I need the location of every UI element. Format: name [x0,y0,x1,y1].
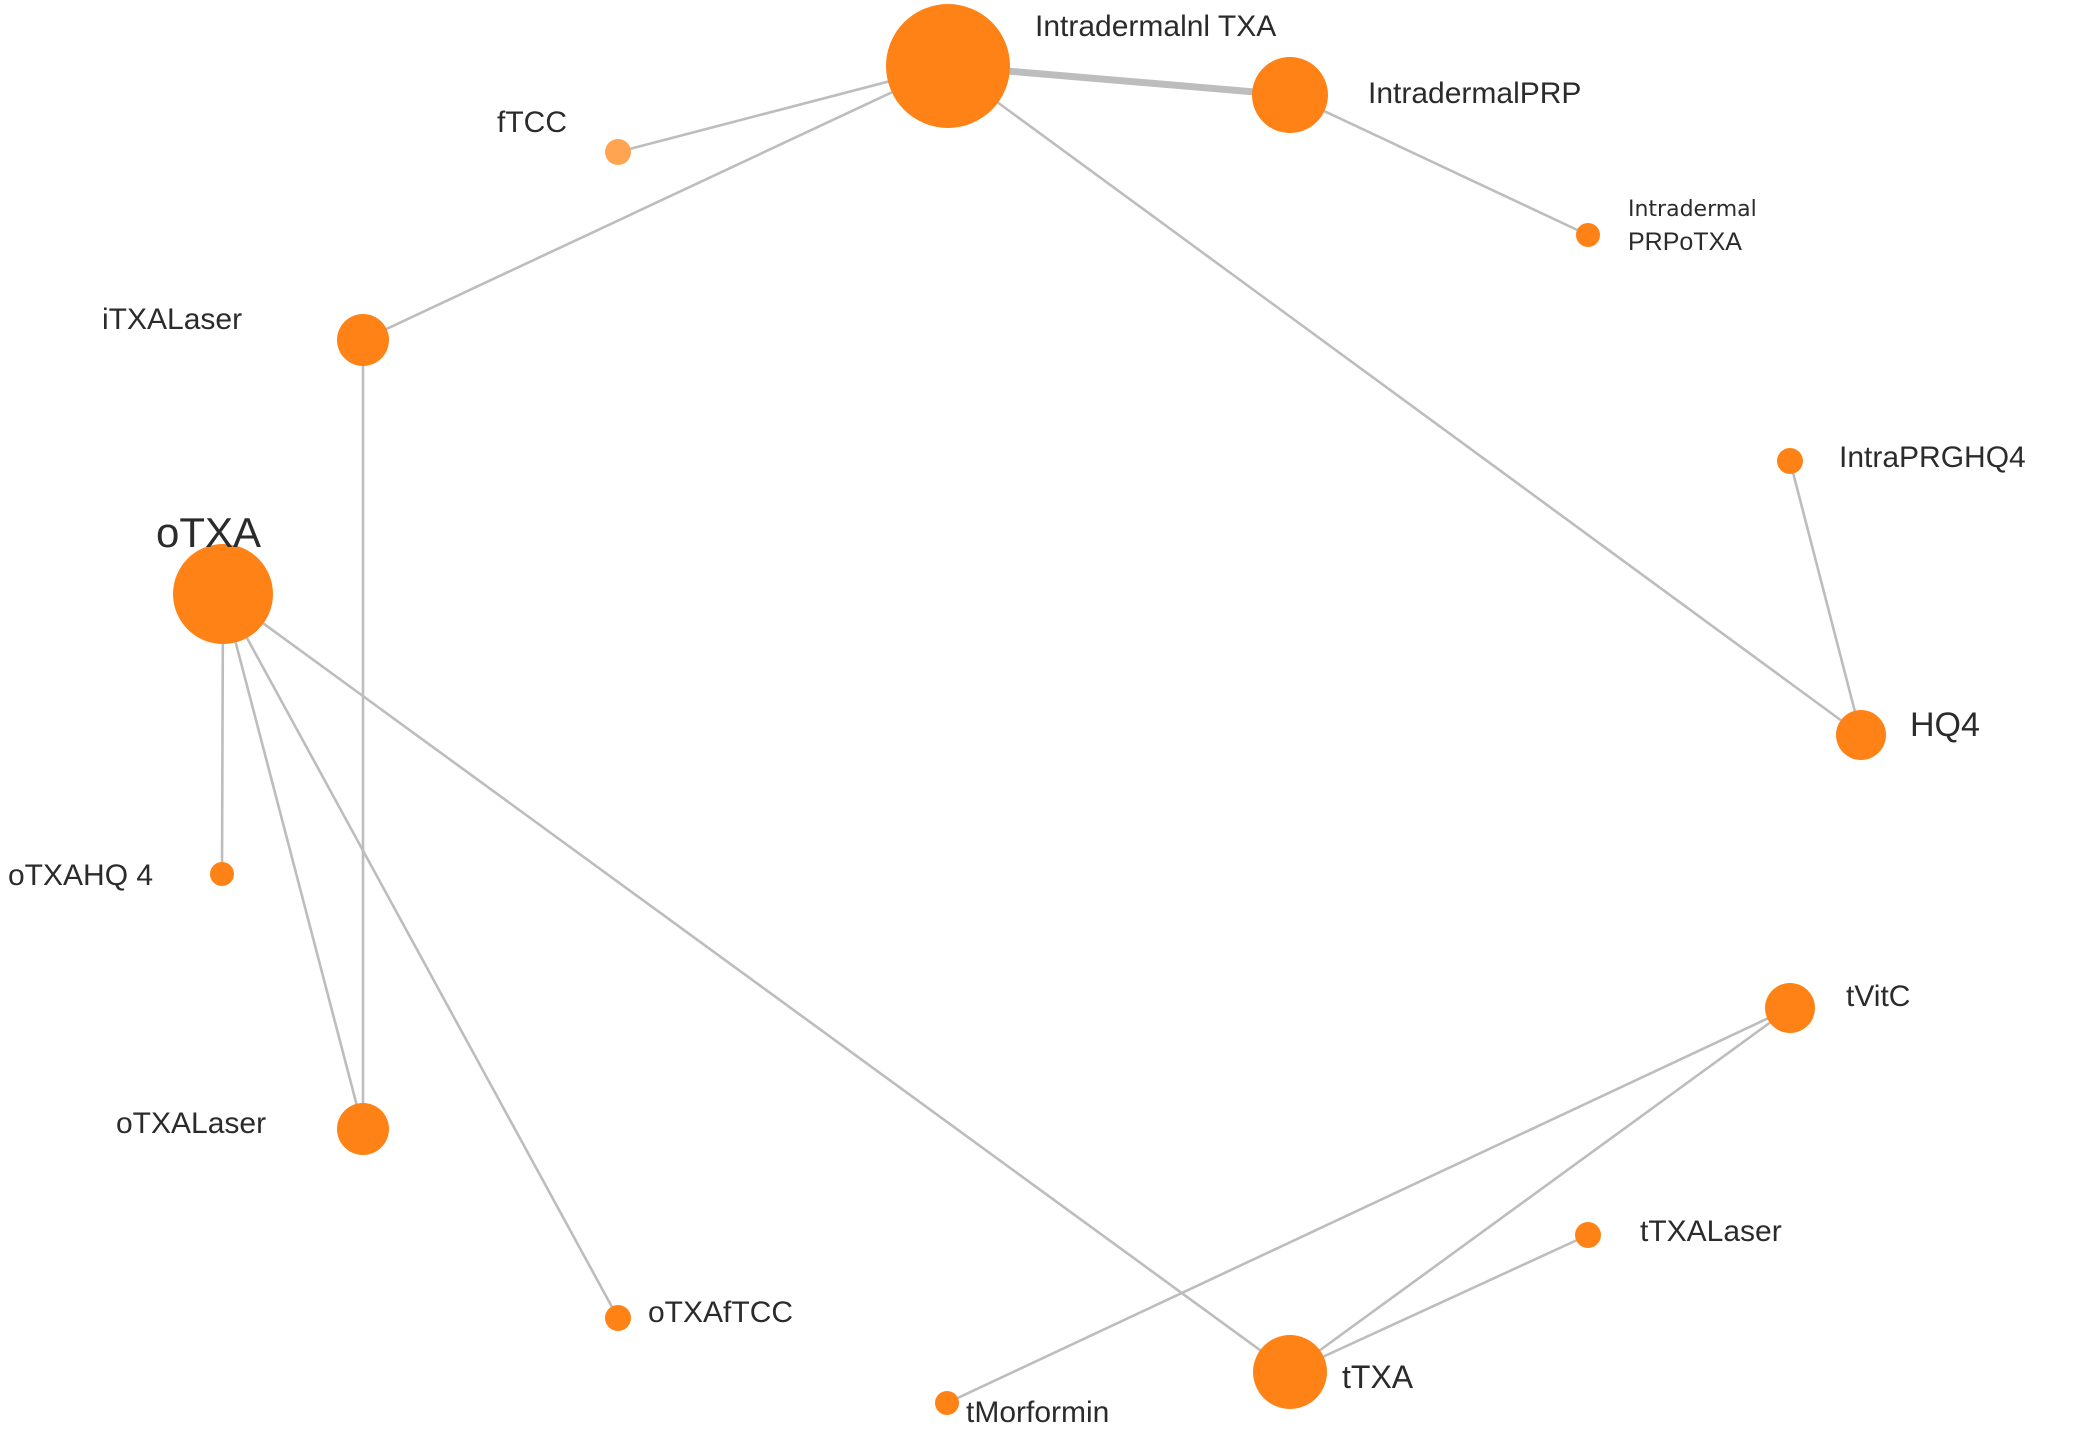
node-itxalaser [337,314,389,366]
edges-layer [220,62,1863,1405]
node-label-ftcc: fTCC [497,106,567,139]
node-label-tvitc: tVitC [1846,980,1910,1013]
edge-tvitc-ttxa [1288,1006,1792,1374]
node-label-intraprghq4: IntraPRGHQ4 [1839,441,2026,474]
edge-intradermal_prp-intradermal_prpotxa [1288,93,1590,237]
node-label-ttxalaser: tTXALaser [1640,1215,1782,1248]
node-intradermal_txa [886,4,1010,128]
node-intraprghq4 [1777,448,1803,474]
node-label-intradermal-prpotxa-line2: PRPoTXA [1628,228,1742,256]
node-label-intradermal-prp: IntradermalPRP [1368,77,1581,110]
node-ftcc [605,139,631,165]
node-label-otxa: oTXA [156,509,261,556]
edge-ttxalaser-ttxa [1288,1233,1590,1374]
edge-intradermal_txa-itxalaser [361,64,950,342]
node-label-intradermal-prpotxa-line1: Intradermal [1628,197,1757,222]
node-label-intradermal-txa: Intradermalnl TXA [1035,10,1276,43]
edge-otxa-otxaftcc [221,592,620,1320]
node-label-tmorformin: tMorformin [966,1396,1109,1429]
node-ttxalaser [1575,1222,1601,1248]
node-otxahq4 [210,862,234,886]
edge-intraprghq4-hq4 [1788,459,1863,737]
node-otxa [173,544,273,644]
edge-otxa-ttxa [221,592,1292,1374]
node-tvitc [1765,983,1815,1033]
node-otxaftcc [605,1305,631,1331]
nodes-layer [173,4,1886,1415]
node-label-itxalaser: iTXALaser [102,303,242,336]
edge-intradermal_txa-hq4 [946,64,1863,737]
edge-tvitc-tmorformin [945,1006,1792,1405]
node-label-otxahq4: oTXAHQ 4 [8,859,153,892]
node-hq4 [1836,710,1886,760]
node-intradermal_prpotxa [1576,223,1600,247]
node-intradermal_prp [1252,57,1328,133]
edge-otxa-otxalaser [221,592,365,1131]
node-label-otxalaser: oTXALaser [116,1107,266,1140]
node-otxalaser [337,1103,389,1155]
labels-layer: Intradermalnl TXA IntradermalPRP Intrade… [8,10,2026,1429]
node-label-ttxa: tTXA [1342,1359,1414,1395]
node-label-otxaftcc: oTXAfTCC [648,1296,793,1329]
node-ttxa [1253,1335,1327,1409]
node-label-hq4: HQ4 [1910,706,1980,744]
node-tmorformin [935,1391,959,1415]
